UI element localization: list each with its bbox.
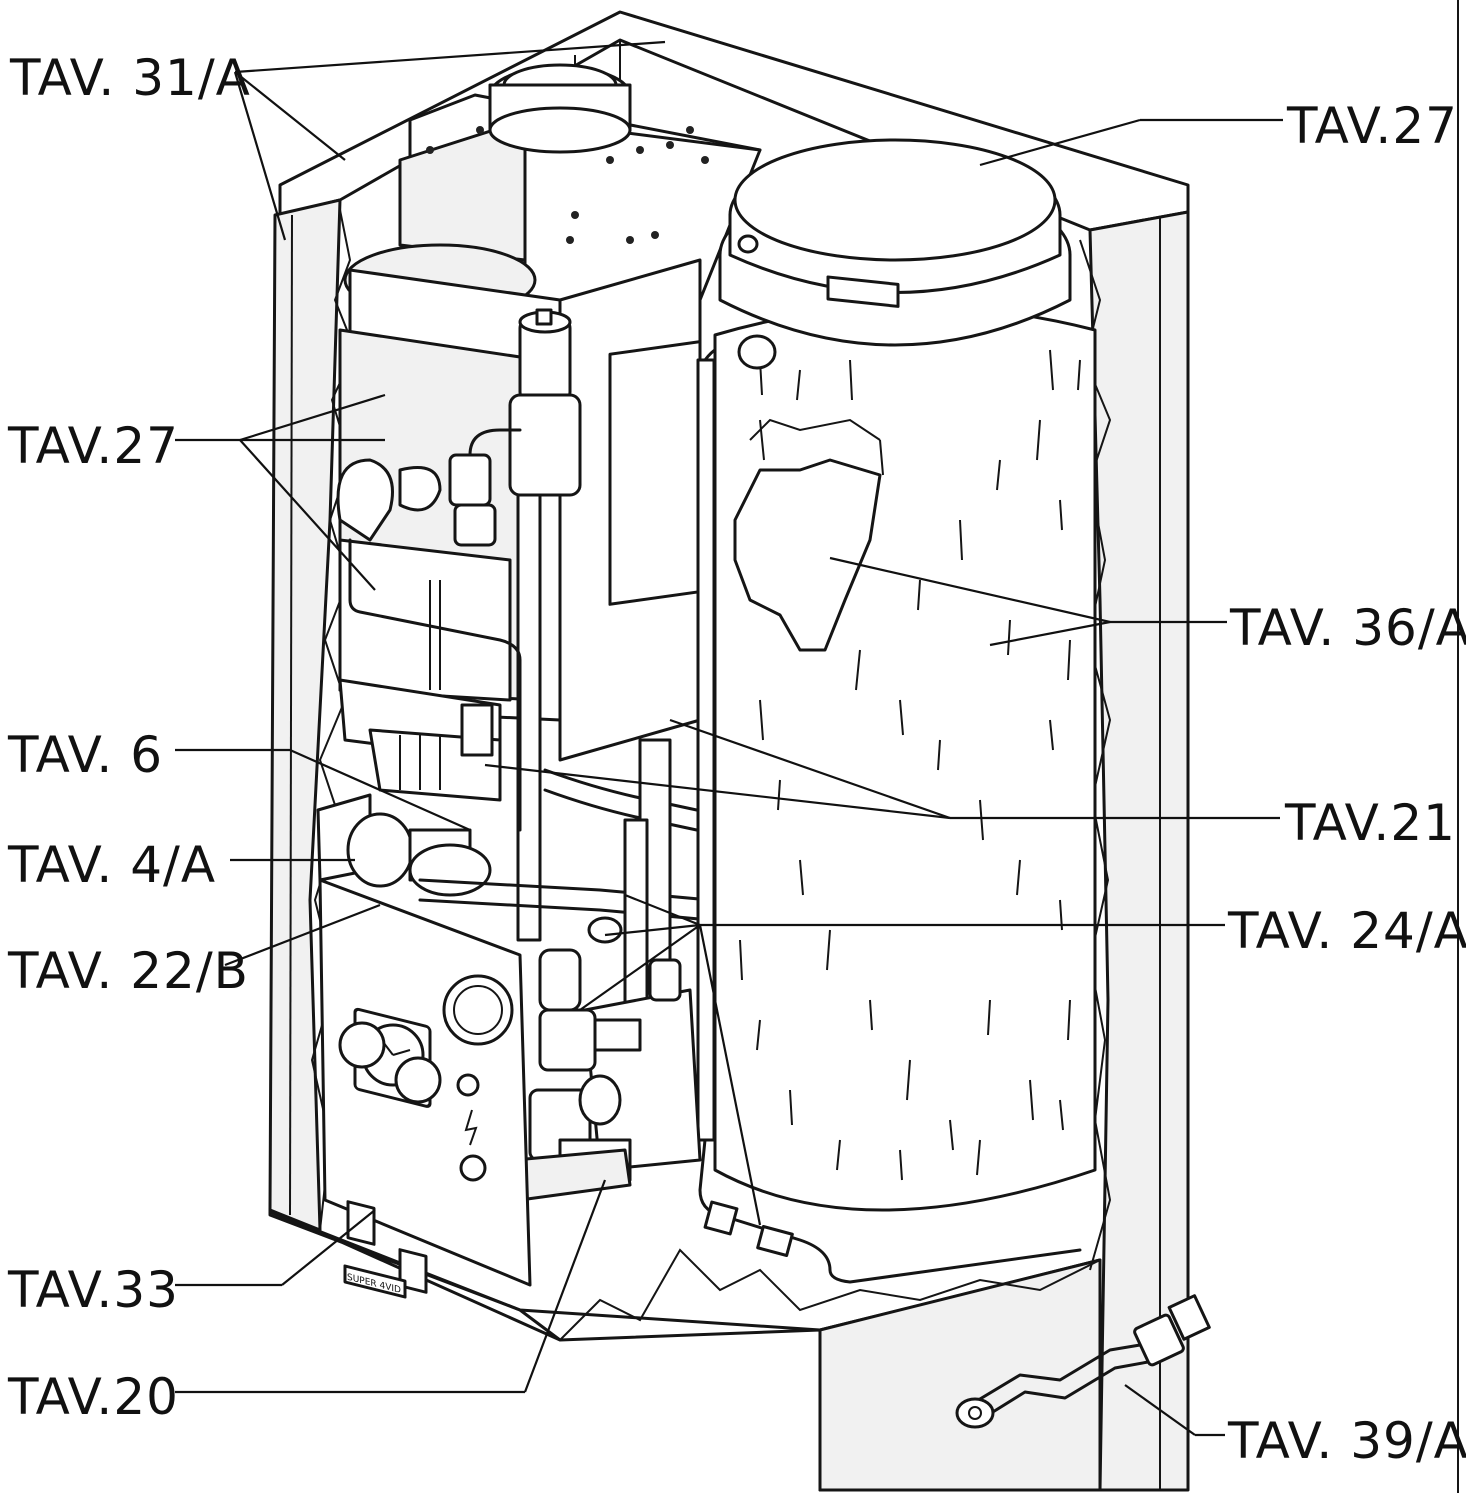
label-tav21: TAV.21: [1284, 794, 1456, 852]
pressure-switch: [316, 793, 492, 897]
label-tav24a: TAV. 24/A: [1227, 902, 1466, 960]
loose-hose: [955, 1294, 1211, 1429]
label-tav22b: TAV. 22/B: [7, 942, 249, 1000]
leader-lines: [175, 40, 1283, 1437]
label-tav39a: TAV. 39/A: [1227, 1412, 1466, 1470]
label-tav27-left: TAV.27: [7, 417, 179, 475]
gas-valve: [513, 948, 702, 1202]
air-vent: [508, 308, 582, 497]
label-tav33: TAV.33: [7, 1261, 179, 1319]
flue-hood: [343, 63, 762, 317]
label-tav4a: TAV. 4/A: [7, 836, 216, 894]
label-tav36a: TAV. 36/A: [1229, 599, 1466, 657]
label-tav27-top: TAV.27: [1286, 97, 1458, 155]
storage-tank: [713, 138, 1097, 1212]
label-tav20: TAV.20: [7, 1368, 179, 1426]
control-panel: SUPER 4VID: [318, 878, 532, 1299]
label-tav31a: TAV. 31/A: [9, 49, 251, 107]
callout-labels: TAV. 31/A TAV.27 TAV.27 TAV. 36/A TAV. 6…: [7, 49, 1466, 1470]
label-tav6: TAV. 6: [7, 726, 163, 784]
burner-controls: [368, 703, 502, 802]
pipe-fittings: [336, 428, 522, 832]
